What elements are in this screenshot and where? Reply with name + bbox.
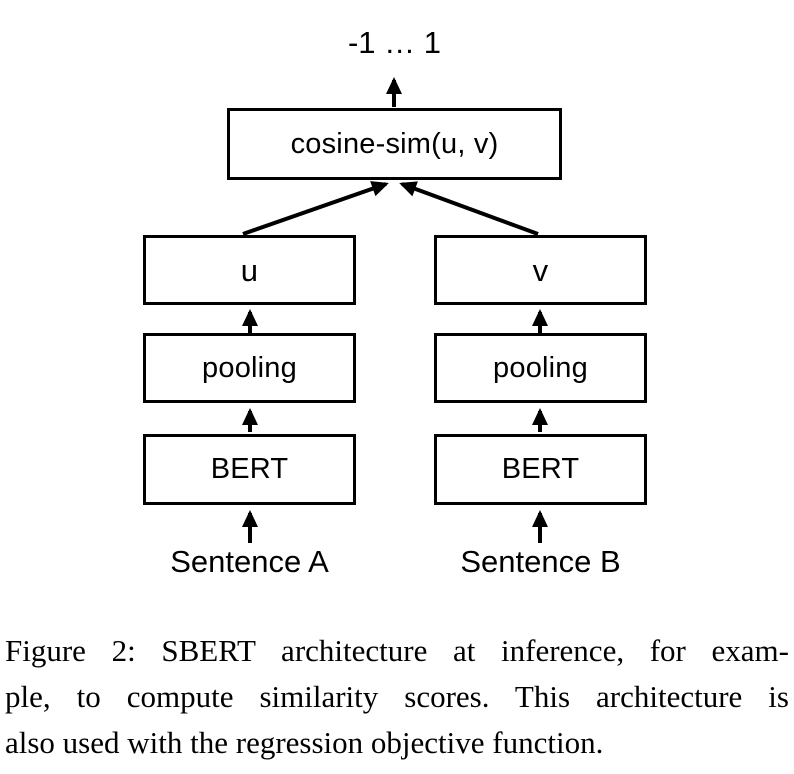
bert-a-box: BERT <box>143 434 356 505</box>
pooling-a-box: pooling <box>143 333 356 403</box>
v-box: v <box>434 235 647 305</box>
arrow-u-to-cosine <box>242 181 389 236</box>
caption-line-2: ple, to compute similarity scores. This … <box>5 679 789 714</box>
caption-line-3: also used with the regression objective … <box>5 725 604 760</box>
u-box: u <box>143 235 356 305</box>
bert-b-box: BERT <box>434 434 647 505</box>
caption-line-1: Figure 2: SBERT architecture at inferenc… <box>5 633 789 668</box>
sentence-a-label: Sentence A <box>170 544 329 579</box>
pooling-b-box: pooling <box>434 333 647 403</box>
arrow-v-to-cosine <box>399 181 539 236</box>
sentence-b-label: Sentence B <box>460 544 621 579</box>
figure-caption: Figure 2: SBERT architecture at inferenc… <box>5 628 789 766</box>
output-range-label: -1 … 1 <box>347 25 442 60</box>
cosine-sim-box: cosine-sim(u, v) <box>227 108 562 180</box>
